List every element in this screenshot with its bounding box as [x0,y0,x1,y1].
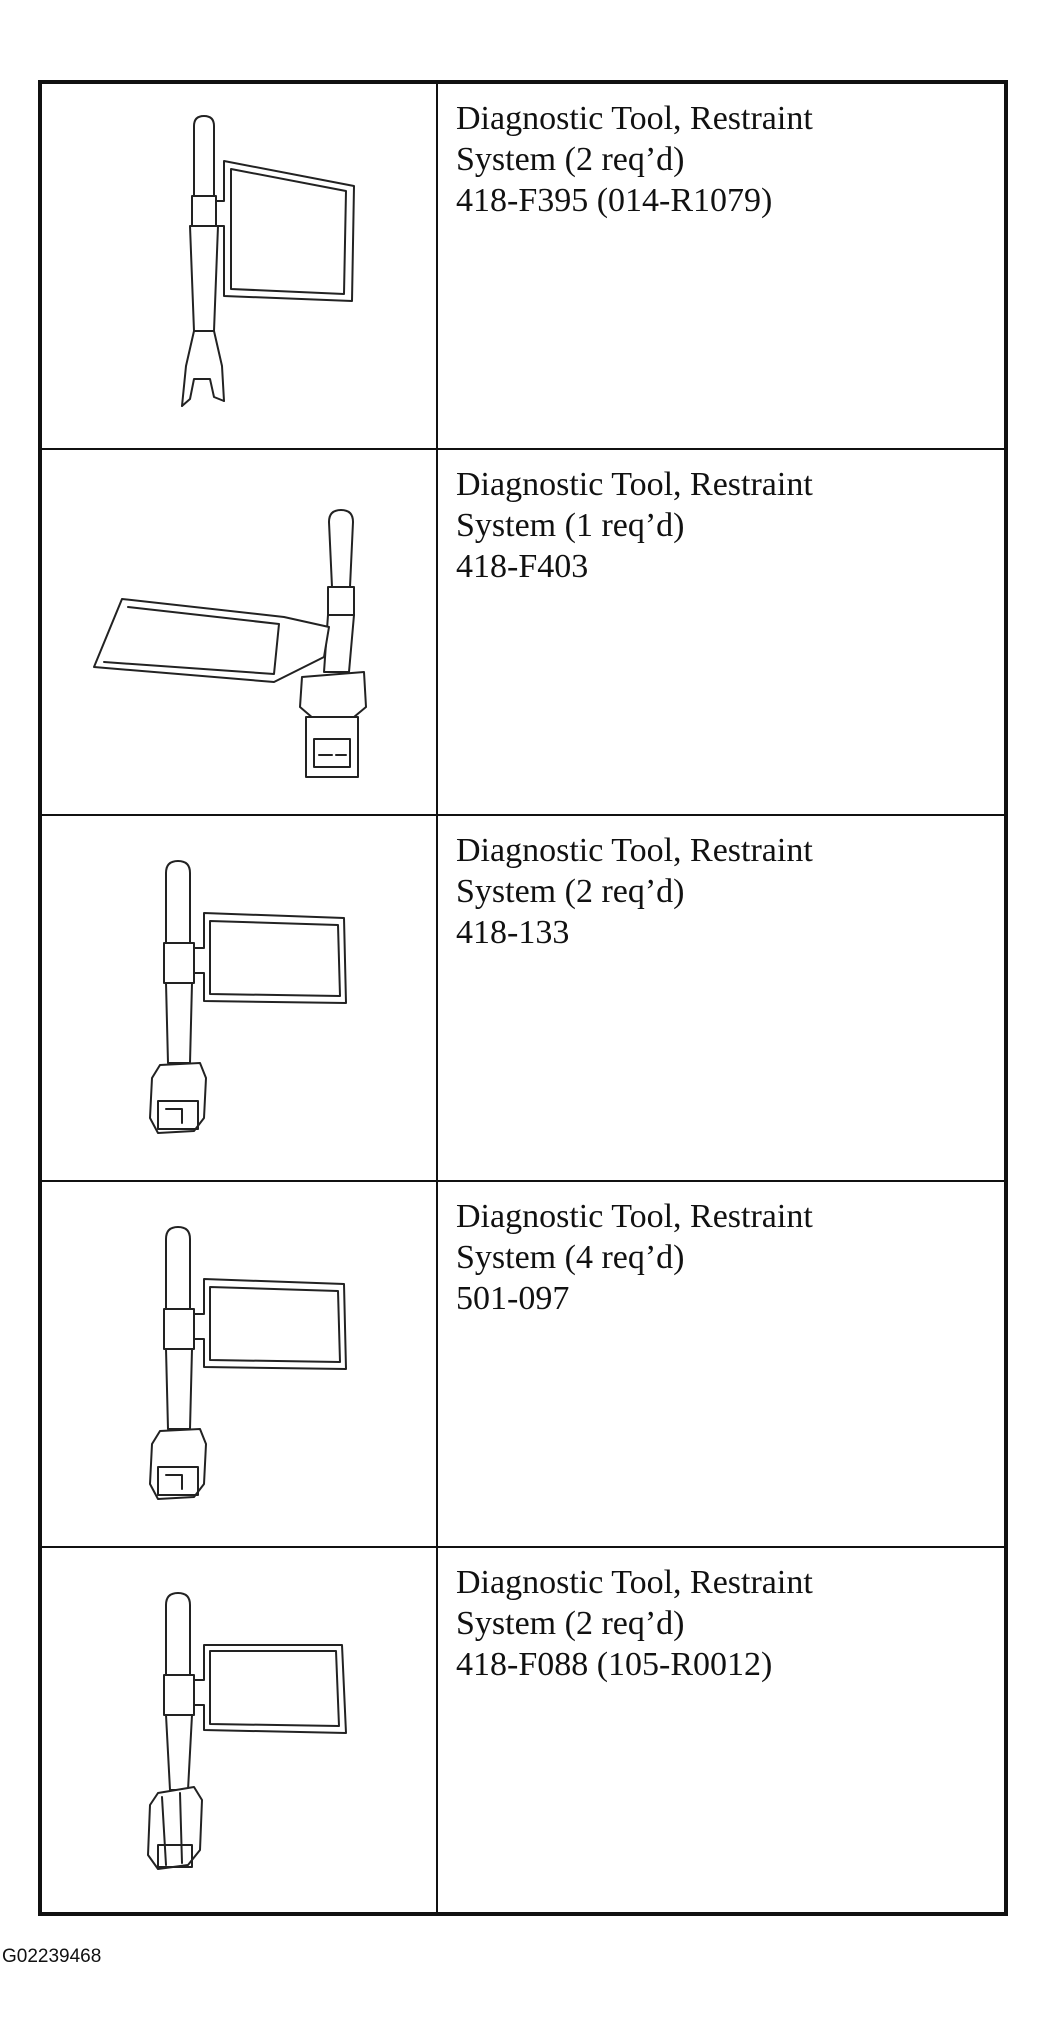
probe-fork-tip-icon [181,115,355,407]
tool-name: Diagnostic Tool, Restraint [456,100,813,137]
tool-image-cell [42,450,438,814]
tool-part-number: 418-F088 (105-R0012) [456,1646,773,1683]
tool-table: Diagnostic Tool, Restraint System (2 req… [38,80,1008,1916]
tool-description: Diagnostic Tool, Restraint System (2 req… [438,816,1004,1180]
tool-description: Diagnostic Tool, Restraint System (2 req… [438,84,1004,448]
tool-image-cell [42,1182,438,1546]
probe-connector-icon [149,1226,347,1500]
tool-image-cell [42,1548,438,1912]
tool-image-cell [42,84,438,448]
tool-quantity: System (2 req’d) [456,1605,685,1642]
tool-description: Diagnostic Tool, Restraint System (2 req… [438,1548,1004,1912]
tool-image-cell [42,816,438,1180]
tool-row: Diagnostic Tool, Restraint System (2 req… [42,1548,1004,1912]
probe-connector-left-tag-icon [93,509,367,778]
probe-connector-angled-icon [147,1592,347,1870]
tool-row: Diagnostic Tool, Restraint System (2 req… [42,84,1004,450]
figure-id: G02239468 [2,1946,102,1967]
tool-row: Diagnostic Tool, Restraint System (1 req… [42,450,1004,816]
tool-name: Diagnostic Tool, Restraint [456,1198,813,1235]
tool-quantity: System (2 req’d) [456,141,685,178]
tool-part-number: 418-133 [456,914,570,951]
tool-part-number: 418-F395 (014-R1079) [456,182,773,219]
tool-row: Diagnostic Tool, Restraint System (4 req… [42,1182,1004,1548]
tool-part-number: 418-F403 [456,548,589,585]
tool-quantity: System (4 req’d) [456,1239,685,1276]
tool-quantity: System (2 req’d) [456,873,685,910]
tool-name: Diagnostic Tool, Restraint [456,832,813,869]
probe-connector-icon [149,860,347,1134]
tool-part-number: 501-097 [456,1280,570,1317]
tool-description: Diagnostic Tool, Restraint System (1 req… [438,450,1004,814]
tool-quantity: System (1 req’d) [456,507,685,544]
tool-description: Diagnostic Tool, Restraint System (4 req… [438,1182,1004,1546]
tool-row: Diagnostic Tool, Restraint System (2 req… [42,816,1004,1182]
tool-name: Diagnostic Tool, Restraint [456,1564,813,1601]
tool-name: Diagnostic Tool, Restraint [456,466,813,503]
